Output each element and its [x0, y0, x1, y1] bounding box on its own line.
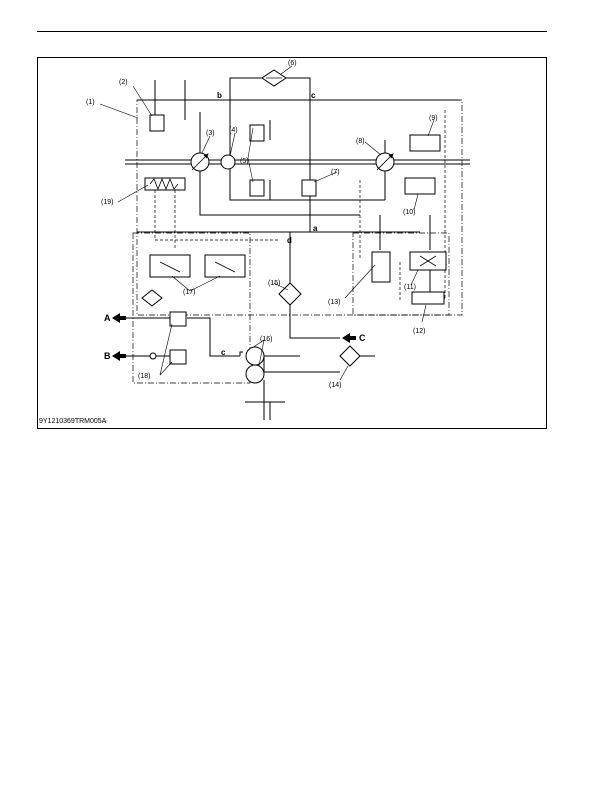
valve-19 [144, 177, 186, 191]
callout-1: (1) [86, 99, 95, 106]
figure-frame [37, 57, 547, 429]
valve-5-lower [249, 179, 265, 197]
filter-17 [141, 289, 163, 307]
filter-6 [261, 69, 287, 87]
relief-valve-2 [149, 114, 165, 132]
callout-17: (17) [183, 289, 195, 296]
filter-15 [278, 282, 302, 306]
callout-5: (5) [240, 158, 249, 165]
cylinder-10 [404, 177, 436, 195]
callout-18: (18) [138, 373, 150, 380]
valve-13 [371, 251, 391, 283]
control-block-boundary [352, 232, 450, 316]
figure-code: 9Y1210369TRM005A [39, 418, 107, 425]
hydraulic-lines [125, 77, 470, 402]
check-valve-18 [149, 352, 157, 360]
callout-labels: (1) (2) (3) (4) (5) (6) (7) (8) (9) (10)… [86, 60, 438, 389]
valve-7 [301, 179, 317, 197]
pump-16-lower [245, 364, 265, 384]
callout-9: (9) [429, 115, 438, 122]
drive-shaft [245, 401, 285, 420]
node-letters: b c a d c [217, 91, 318, 357]
node-b: b [217, 91, 222, 100]
callout-19: (19) [101, 199, 113, 206]
callout-8: (8) [356, 138, 365, 145]
callout-2: (2) [119, 79, 128, 86]
callout-16: (16) [260, 336, 272, 343]
pump-16-upper [245, 346, 265, 366]
hst-unit-boundary [136, 99, 463, 316]
node-a: a [313, 224, 318, 233]
filter-14 [339, 345, 361, 367]
shuttle-valve-12 [411, 291, 445, 305]
valve-18-upper [169, 311, 187, 327]
variable-arrows [149, 153, 437, 273]
callout-15: (15) [268, 280, 280, 287]
callout-6: (6) [288, 60, 297, 67]
port-arrows [112, 313, 356, 361]
callout-12: (12) [413, 328, 425, 335]
port-a-label: A [104, 313, 111, 323]
port-b-label: B [104, 351, 111, 361]
cylinder-9 [409, 134, 441, 152]
leader-lines [99, 65, 435, 381]
valve-5-upper [249, 124, 265, 142]
port-a-arrow [112, 313, 126, 323]
node-c-bottom: c [221, 348, 226, 357]
components [141, 114, 447, 384]
port-c-label: C [359, 333, 366, 343]
callout-3: (3) [206, 130, 215, 137]
pilot-lines [154, 110, 446, 300]
port-c-arrow [342, 333, 356, 343]
valve-17-left [149, 254, 191, 278]
header-rule [37, 31, 547, 32]
port-letters: A B C [104, 313, 366, 361]
callout-4: (4) [229, 127, 238, 134]
node-c-top: c [311, 91, 316, 100]
motor-4 [220, 154, 236, 170]
valve-17-right [204, 254, 246, 278]
valve-block-boundary [132, 232, 251, 384]
callout-14: (14) [329, 382, 341, 389]
callout-7: (7) [331, 169, 340, 176]
callout-10: (10) [403, 209, 415, 216]
callout-11: (11) [404, 284, 416, 291]
callout-13: (13) [328, 299, 340, 306]
node-d: d [287, 236, 292, 245]
valve-18-lower [169, 349, 187, 365]
port-b-arrow [112, 351, 126, 361]
